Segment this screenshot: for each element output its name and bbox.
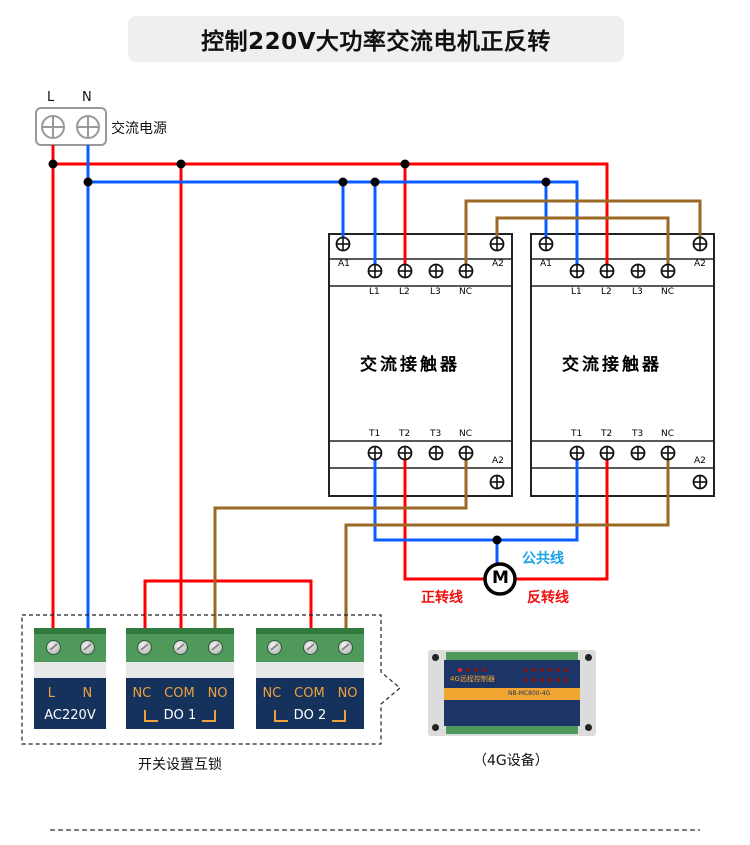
contactor-1-name: 交流接触器 xyxy=(360,355,460,375)
pin-label-n: N xyxy=(82,686,93,701)
device-caption: （4G设备） xyxy=(473,753,549,769)
pin-label-com: COM xyxy=(294,686,325,701)
terminal-block-ac220v: L N AC220V xyxy=(34,628,106,729)
terminal-block-name: DO 1 xyxy=(157,708,203,723)
c1-l2-label: L2 xyxy=(399,287,410,297)
pin-label-nc: NC xyxy=(132,686,152,701)
forward-wire xyxy=(403,453,484,581)
power-terminal-n-icon xyxy=(76,115,100,139)
terminal-block-do2: NC COM NO DO 2 xyxy=(256,628,364,729)
power-n-label: N xyxy=(82,90,92,105)
screw-icon xyxy=(173,640,188,655)
c2-a1-label: A1 xyxy=(540,259,552,269)
reverse-wire xyxy=(516,453,609,581)
c1-a2-bottom-label: A2 xyxy=(492,456,504,466)
motor-symbol: M xyxy=(492,568,509,588)
page-title: 控制220V大功率交流电机正反转 xyxy=(201,29,551,55)
interlock-red-wire xyxy=(143,579,313,630)
common-wire xyxy=(373,453,579,542)
common-line-label: 公共线 xyxy=(522,551,564,567)
interlock-nc-wire-1 xyxy=(464,199,702,271)
terminal-block-name: DO 2 xyxy=(287,708,333,723)
contactor-2-name: 交流接触器 xyxy=(562,355,662,375)
terminal-block-do1: NC COM NO DO 1 xyxy=(126,628,234,729)
power-source xyxy=(35,107,107,146)
4g-controller-device: 4G远程控制器 NB-MC800-4G xyxy=(428,650,596,736)
neutral-wires xyxy=(86,145,579,630)
c1-a2-label: A2 xyxy=(492,259,504,269)
c2-nc-bottom-label: NC xyxy=(661,429,675,439)
c2-t1-label: T1 xyxy=(571,429,583,439)
do2-no-wire xyxy=(344,453,670,630)
c1-nc-bottom-label: NC xyxy=(459,429,473,439)
power-terminal-l-icon xyxy=(41,115,65,139)
c1-a1-label: A1 xyxy=(338,259,350,269)
contactor-2 xyxy=(530,233,715,497)
c2-t3-label: T3 xyxy=(632,429,644,439)
c1-nc-top-label: NC xyxy=(459,287,473,297)
pin-label-no: NO xyxy=(337,686,358,701)
do1-no-wire xyxy=(213,453,468,630)
pin-label-no: NO xyxy=(207,686,228,701)
screw-icon xyxy=(267,640,282,655)
terminal-block-name: AC220V xyxy=(44,708,96,723)
screw-icon xyxy=(80,640,95,655)
screw-icon xyxy=(137,640,152,655)
screw-icon xyxy=(303,640,318,655)
c1-l1-label: L1 xyxy=(369,287,380,297)
c2-t2-label: T2 xyxy=(601,429,613,439)
pin-label-nc: NC xyxy=(262,686,282,701)
reverse-line-label: 反转线 xyxy=(527,590,569,606)
junction-dots xyxy=(48,159,551,545)
screw-icon xyxy=(46,640,61,655)
c1-t2-label: T2 xyxy=(399,429,411,439)
c2-a2-bottom-label: A2 xyxy=(694,456,706,466)
screw-icon xyxy=(338,640,353,655)
contactor-1 xyxy=(328,233,513,497)
c2-nc-top-label: NC xyxy=(661,287,675,297)
c2-l1-label: L1 xyxy=(571,287,582,297)
c2-a2-label: A2 xyxy=(694,259,706,269)
pin-label-com: COM xyxy=(164,686,195,701)
c1-t3-label: T3 xyxy=(430,429,442,439)
c2-l3-label: L3 xyxy=(632,287,643,297)
control-wires xyxy=(213,199,702,630)
power-l-label: L xyxy=(47,90,55,105)
c1-t1-label: T1 xyxy=(369,429,381,439)
title-banner: 控制220V大功率交流电机正反转 xyxy=(128,16,624,62)
device-model: NB-MC800-4G xyxy=(508,690,551,697)
device-panel-name: 4G远程控制器 xyxy=(450,675,495,683)
screw-icon xyxy=(208,640,223,655)
interlock-caption: 开关设置互锁 xyxy=(138,757,222,773)
interlock-nc-wire-2 xyxy=(495,216,670,271)
forward-line-label: 正转线 xyxy=(421,590,463,606)
c1-l3-label: L3 xyxy=(430,287,441,297)
power-source-label: 交流电源 xyxy=(111,121,167,137)
motor-icon xyxy=(483,562,517,596)
c2-l2-label: L2 xyxy=(601,287,612,297)
pin-label-l: L xyxy=(47,686,55,701)
neutral-main-wire xyxy=(86,145,579,271)
